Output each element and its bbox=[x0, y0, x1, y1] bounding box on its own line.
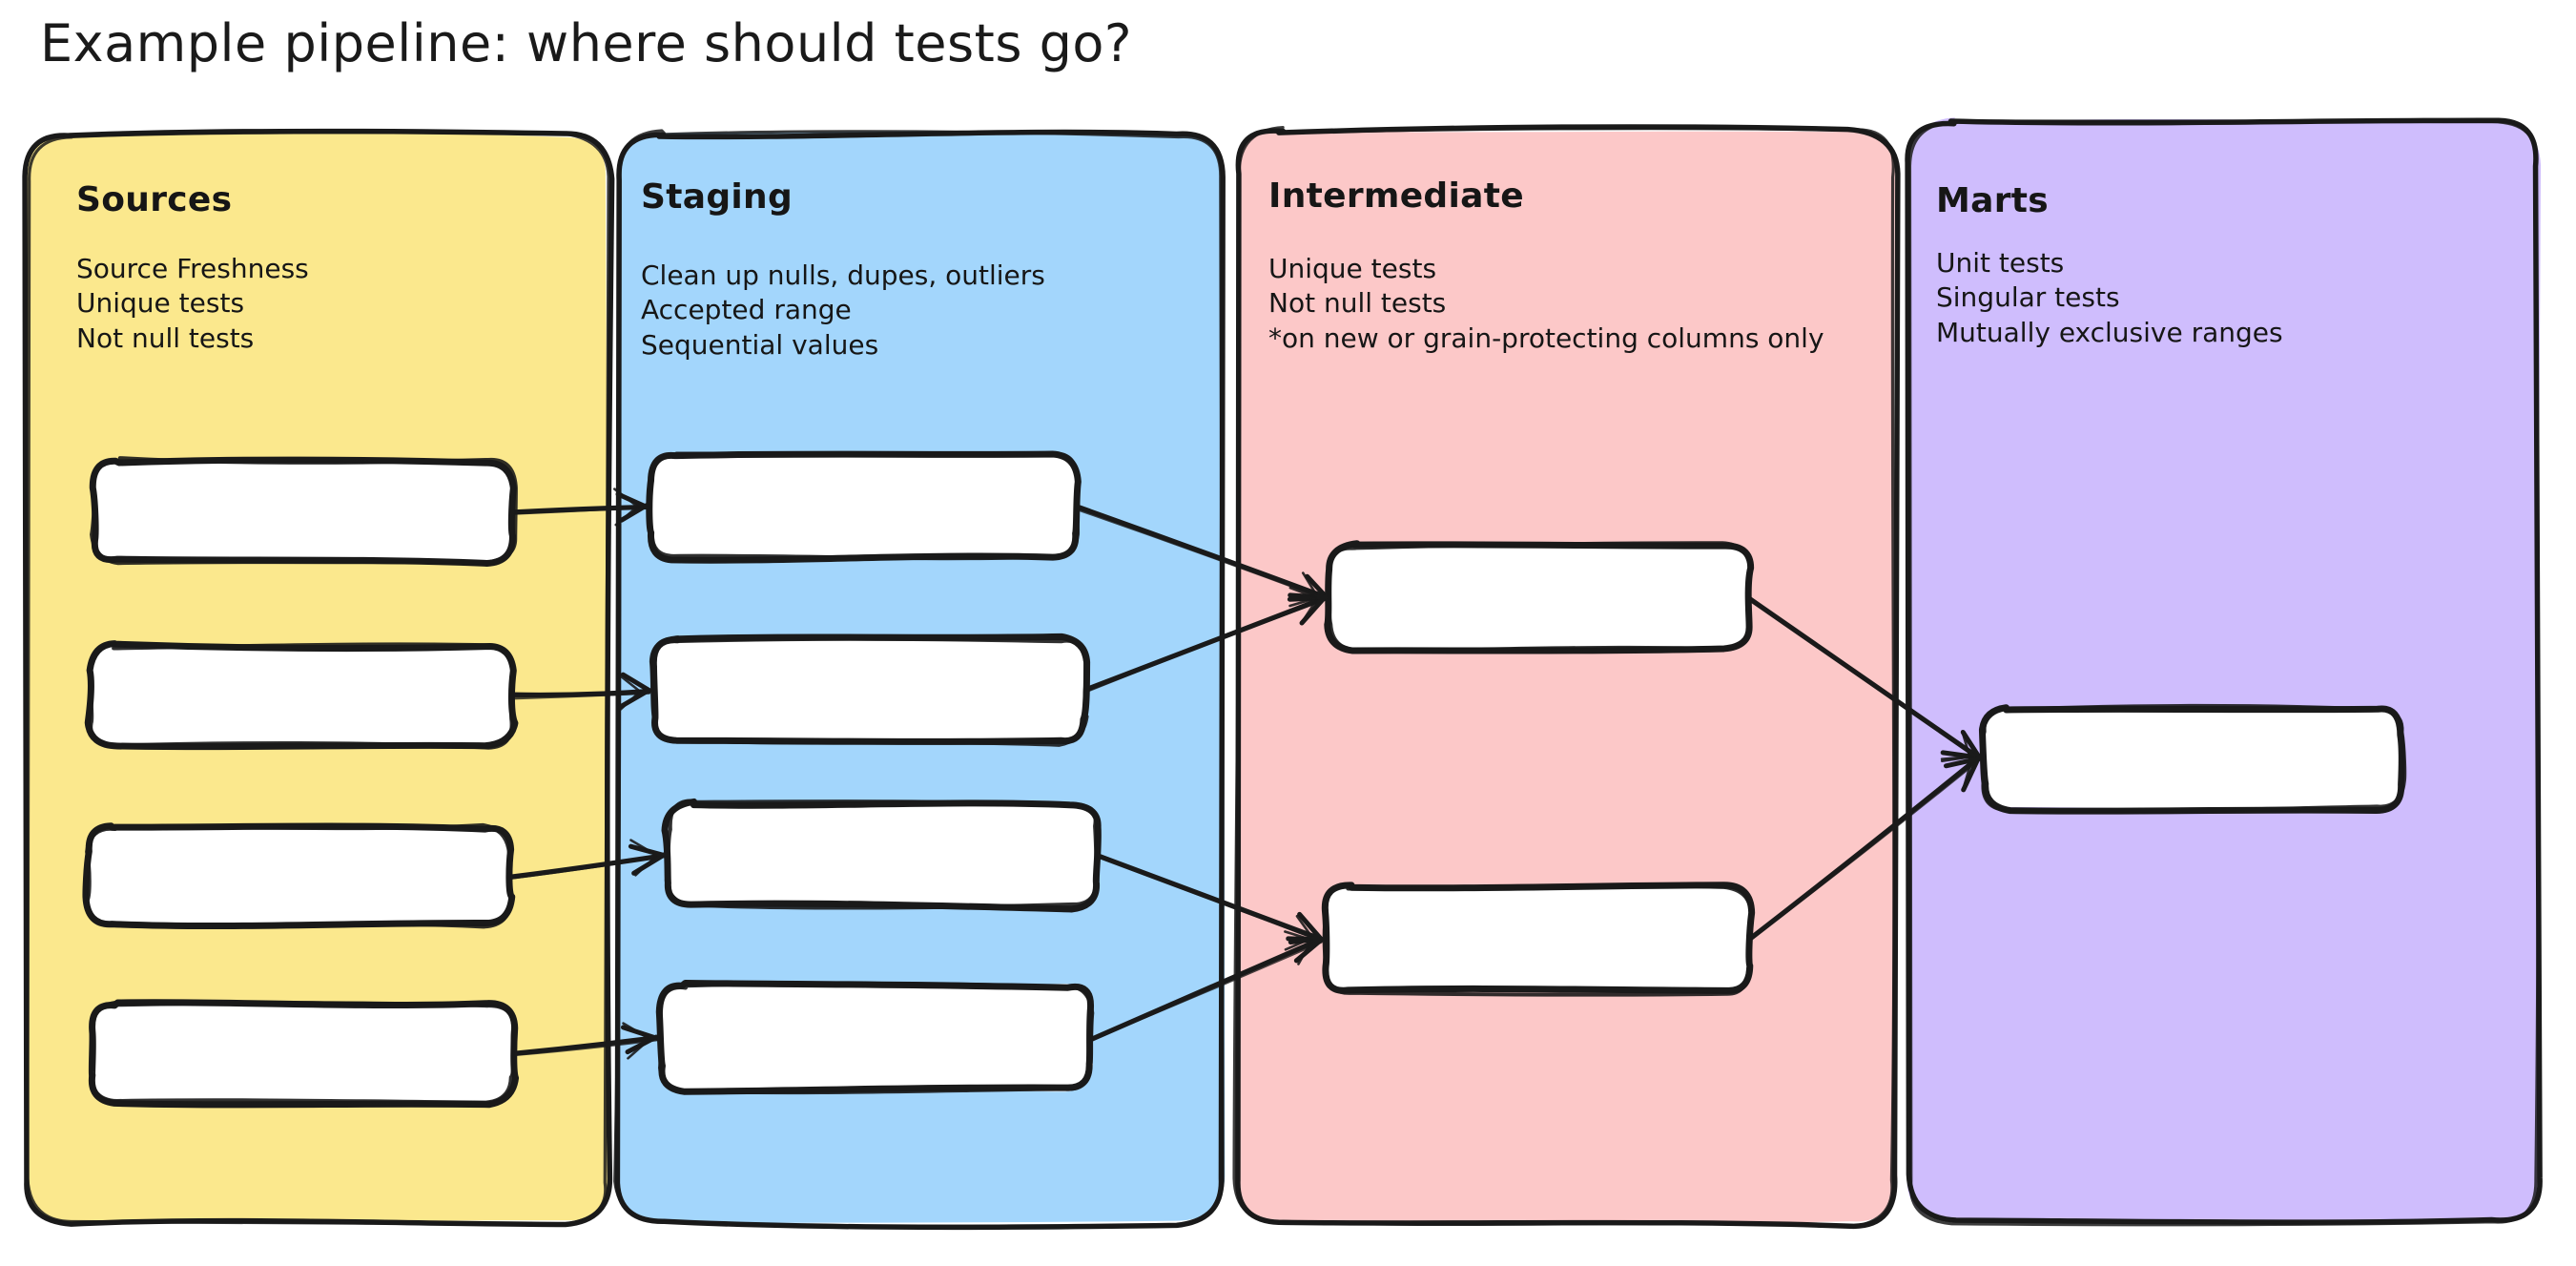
model-node-shape bbox=[1978, 703, 2407, 815]
lane-note-line: Accepted range bbox=[641, 294, 852, 326]
lane-note-line: *on new or grain-protecting columns only bbox=[1268, 322, 1824, 354]
model-node-fill bbox=[1330, 544, 1750, 649]
lane-note-line: Clean up nulls, dupes, outliers bbox=[641, 259, 1045, 291]
model-node-outline bbox=[88, 1000, 516, 1105]
lane-note-line: Not null tests bbox=[76, 322, 255, 354]
lane-panel-marts bbox=[1906, 117, 2542, 1224]
model-node-outline bbox=[1322, 882, 1753, 997]
model-node[interactable] bbox=[1966, 691, 2420, 825]
model-node-fill bbox=[92, 460, 514, 562]
model-node-shape bbox=[82, 822, 516, 930]
model-node[interactable] bbox=[1312, 529, 1766, 666]
lane-note-line: Unique tests bbox=[1268, 253, 1437, 284]
model-node-outline bbox=[649, 633, 1091, 745]
model-node[interactable] bbox=[643, 968, 1108, 1108]
model-node[interactable] bbox=[76, 444, 530, 578]
model-node-fill bbox=[667, 800, 1098, 908]
lane-panel-outline-sources bbox=[26, 131, 610, 1226]
lane-note-line: Not null tests bbox=[1268, 287, 1447, 320]
model-node-outline bbox=[1980, 703, 2407, 814]
model-node[interactable] bbox=[71, 810, 526, 942]
lane-note-line: Unique tests bbox=[76, 287, 245, 320]
model-node[interactable] bbox=[73, 629, 529, 763]
model-node-shape bbox=[646, 450, 1082, 564]
model-node-outline bbox=[657, 982, 1095, 1095]
model-node-shape bbox=[1324, 540, 1755, 654]
model-node[interactable] bbox=[650, 786, 1114, 924]
model-node-fill bbox=[649, 453, 1078, 559]
model-node[interactable] bbox=[632, 438, 1094, 574]
model-node[interactable] bbox=[636, 622, 1102, 759]
model-node-fill bbox=[89, 644, 514, 749]
model-node-fill bbox=[652, 638, 1085, 742]
model-node-shape bbox=[88, 999, 520, 1109]
lane-title-staging: Staging bbox=[641, 177, 793, 217]
model-node-fill bbox=[659, 984, 1094, 1092]
model-node-outline bbox=[90, 456, 518, 566]
model-node-shape bbox=[1321, 882, 1756, 997]
model-node[interactable] bbox=[74, 987, 530, 1119]
model-node-shape bbox=[89, 456, 518, 567]
model-node-outline bbox=[649, 635, 1089, 747]
lane-note-line: Mutually exclusive ranges bbox=[1936, 316, 2283, 348]
lane-note-line: Unit tests bbox=[1936, 247, 2065, 279]
page-title: Example pipeline: where should tests go? bbox=[40, 13, 1133, 73]
model-node[interactable] bbox=[1308, 870, 1767, 1009]
model-node-fill bbox=[1324, 885, 1751, 993]
lane-panel-outline-staging bbox=[613, 129, 1225, 1228]
lane-title-intermediate: Intermediate bbox=[1268, 176, 1524, 216]
lane-note-line: Sequential values bbox=[641, 328, 879, 361]
model-node-outline bbox=[664, 799, 1099, 910]
model-node-outline bbox=[85, 822, 513, 929]
model-node-shape bbox=[84, 640, 519, 751]
lane-title-marts: Marts bbox=[1936, 181, 2050, 220]
model-node-shape bbox=[661, 798, 1102, 913]
model-node-shape bbox=[655, 979, 1095, 1095]
model-node-fill bbox=[87, 826, 511, 924]
lane-title-sources: Sources bbox=[76, 180, 233, 219]
model-node-outline bbox=[88, 641, 515, 750]
model-node-outline bbox=[1327, 541, 1753, 653]
model-node-fill bbox=[1983, 706, 2403, 810]
lane-note-line: Source Freshness bbox=[76, 253, 309, 284]
model-node-shape bbox=[649, 633, 1091, 747]
lane-note-line: Singular tests bbox=[1936, 281, 2120, 314]
model-node-outline bbox=[647, 451, 1081, 561]
model-node-fill bbox=[90, 1002, 515, 1102]
